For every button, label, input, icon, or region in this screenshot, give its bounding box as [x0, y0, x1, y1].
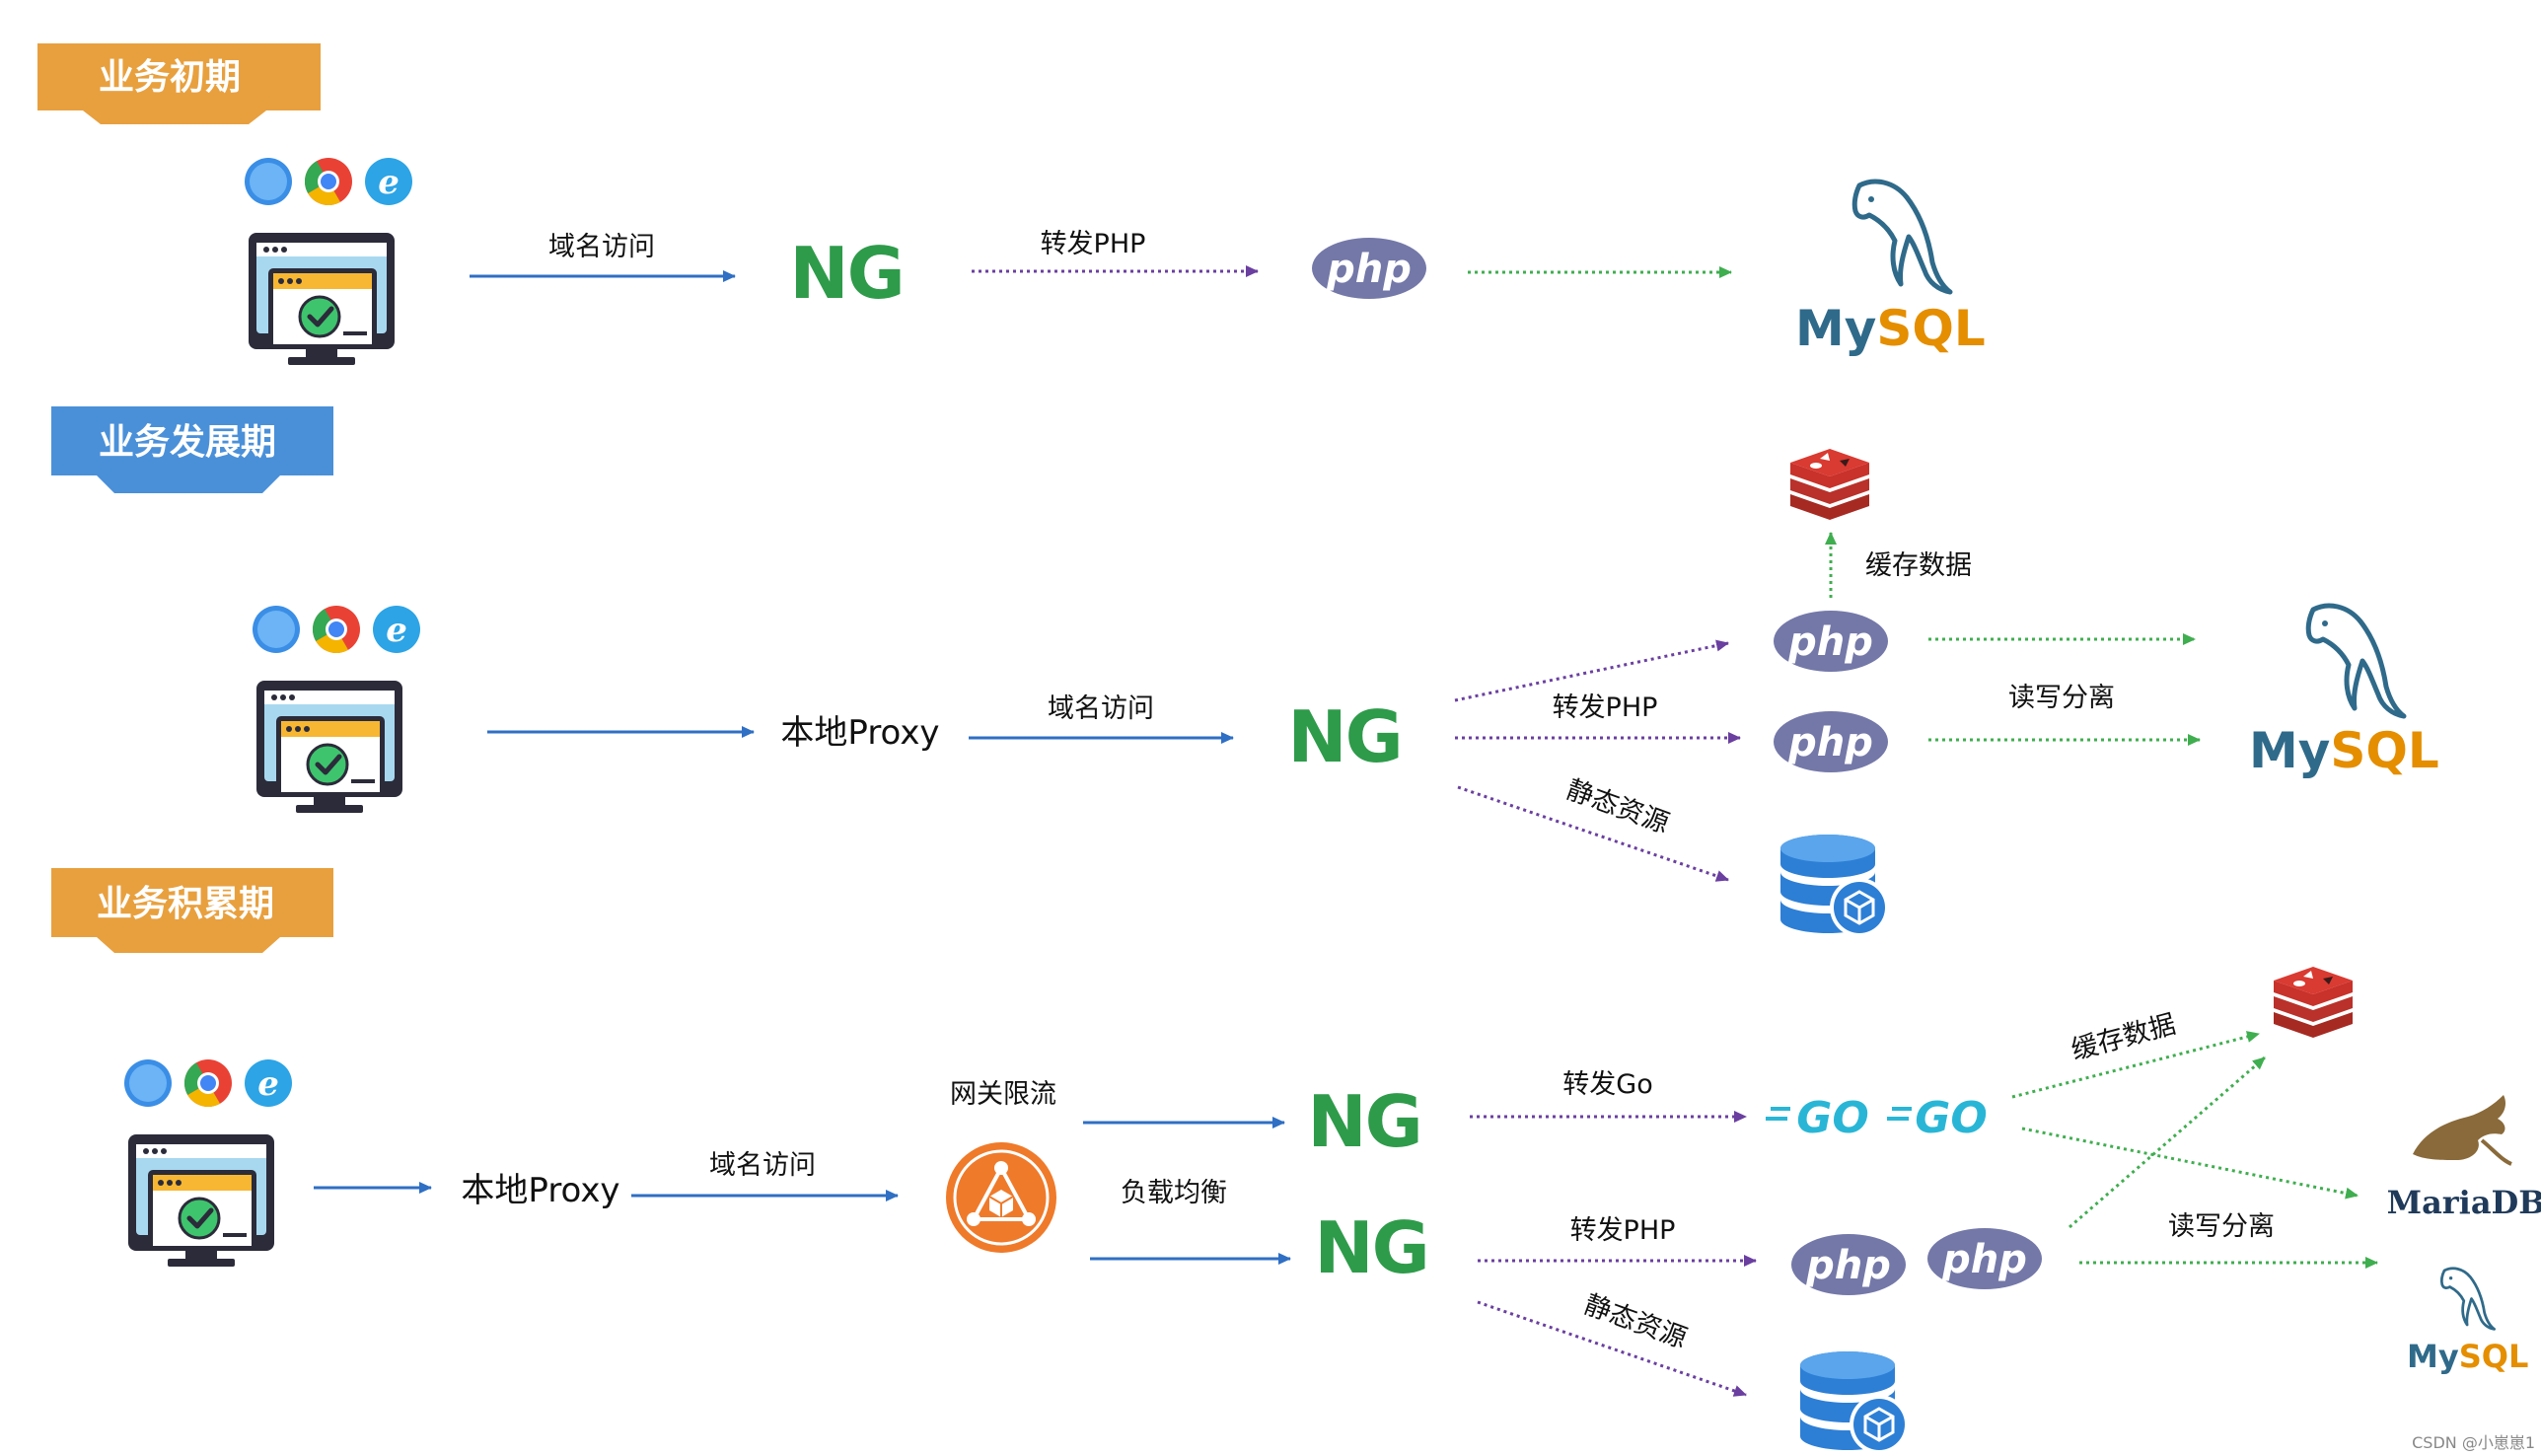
redis-icon	[2274, 967, 2353, 1038]
label-p2-read-write-split: 读写分离	[2008, 683, 2115, 713]
label-p2-local-proxy: 本地Proxy	[780, 713, 939, 753]
nginx-logo-p3-a: NG	[1307, 1080, 1420, 1163]
nginx-logo-p2: NG	[1287, 695, 1401, 778]
phase2-banner: 业务发展期	[51, 406, 333, 493]
label-p2-domain-access: 域名访问	[1048, 693, 1154, 724]
mariadb-seal-icon	[2411, 1093, 2513, 1166]
phase2-banner-text: 业务发展期	[99, 422, 276, 463]
label-p2-cache-data: 缓存数据	[1865, 550, 1972, 581]
ie-icon	[245, 1059, 292, 1107]
edge-p3-ng-storage	[1477, 1300, 1747, 1397]
mysql-logo-p1: MySQL	[1795, 182, 1986, 357]
php-logo-p1-text: php	[1326, 247, 1412, 292]
label-p3-load-balance: 负载均衡	[1121, 1178, 1227, 1208]
php-logo-p2-a-text: php	[1787, 619, 1873, 665]
safari-icon	[253, 606, 300, 653]
phase1-banner: 业务初期	[37, 43, 321, 124]
php-logo-p2-b-text: php	[1787, 720, 1873, 765]
label-p1-forward-php: 转发PHP	[1041, 229, 1146, 259]
go-logo-p3-b-text: GO	[1915, 1093, 1988, 1143]
redis-icon	[1790, 449, 1869, 520]
safari-icon	[245, 158, 292, 205]
mysql-logo-p3: MySQL	[2407, 1267, 2528, 1375]
php-logo-p2-a: php	[1774, 611, 1888, 672]
mariadb-logo-p3: MariaDB	[2387, 1093, 2541, 1221]
nginx-logo-p1: NG	[789, 232, 903, 315]
label-p3-forward-go: 转发Go	[1562, 1069, 1652, 1100]
go-logo-p3-b: GO	[1887, 1093, 1988, 1143]
credit-watermark: CSDN @小崽崽1	[2412, 1433, 2535, 1452]
ie-icon	[373, 606, 420, 653]
go-logo-p3-a: GO	[1766, 1093, 1869, 1143]
edge-p3-go-redis	[2011, 1031, 2260, 1099]
phase1-browsers	[245, 158, 412, 206]
php-logo-p3-b: php	[1927, 1228, 2042, 1289]
gateway-icon	[944, 1140, 1058, 1255]
phase1-banner-text: 业务初期	[99, 57, 241, 98]
browser-monitor-icon	[128, 1134, 274, 1267]
mysql-logo-p2: MySQL	[2249, 606, 2439, 779]
browser-monitor-icon	[256, 681, 402, 813]
mysql-logo-p3-text: MySQL	[2407, 1338, 2528, 1375]
label-p3-gateway-rate-limit: 网关限流	[950, 1079, 1056, 1110]
php-logo-p2-b: php	[1774, 711, 1888, 772]
label-p3-read-write-split: 读写分离	[2168, 1211, 2275, 1242]
go-logo-p3-a-text: GO	[1796, 1093, 1869, 1143]
storage-db-icon	[1798, 1349, 1911, 1456]
php-logo-p3-a-text: php	[1805, 1243, 1891, 1288]
storage-db-icon	[1779, 833, 1891, 939]
php-logo-p3-a: php	[1791, 1234, 1906, 1295]
mysql-dolphin-icon	[2439, 1267, 2496, 1331]
label-p2-static-resources: 静态资源	[1562, 774, 1673, 839]
mysql-dolphin-icon	[2308, 606, 2404, 716]
nginx-logo-p3-b: NG	[1314, 1206, 1427, 1289]
phase2-browsers	[253, 606, 420, 654]
phase3-browsers	[124, 1059, 292, 1108]
safari-icon	[124, 1059, 172, 1107]
mysql-dolphin-icon	[1854, 182, 1950, 292]
mysql-logo-p1-text: MySQL	[1795, 300, 1986, 357]
chrome-icon	[304, 158, 352, 206]
edge-p3-php-redis	[2069, 1056, 2266, 1229]
label-p3-domain-access: 域名访问	[709, 1150, 816, 1181]
label-p1-domain-access: 域名访问	[548, 232, 655, 262]
phase3-banner: 业务积累期	[51, 868, 333, 953]
label-p3-local-proxy: 本地Proxy	[461, 1171, 619, 1210]
php-logo-p3-b-text: php	[1941, 1237, 2027, 1282]
mariadb-logo-text: MariaDB	[2387, 1184, 2541, 1221]
phase3-banner-text: 业务积累期	[97, 884, 274, 924]
php-logo-p1: php	[1312, 238, 1426, 299]
edge-p3-go-mariadb	[2021, 1127, 2359, 1200]
browser-monitor-icon	[249, 233, 395, 365]
chrome-icon	[183, 1059, 232, 1108]
mysql-logo-p2-text: MySQL	[2249, 722, 2439, 779]
ie-icon	[365, 158, 412, 205]
edge-p2-ng-php-a	[1454, 639, 1729, 702]
label-p2-forward-php: 转发PHP	[1553, 692, 1658, 723]
label-p3-forward-php: 转发PHP	[1570, 1215, 1676, 1246]
chrome-icon	[312, 606, 360, 654]
label-p3-cache-data: 缓存数据	[2069, 1009, 2179, 1066]
